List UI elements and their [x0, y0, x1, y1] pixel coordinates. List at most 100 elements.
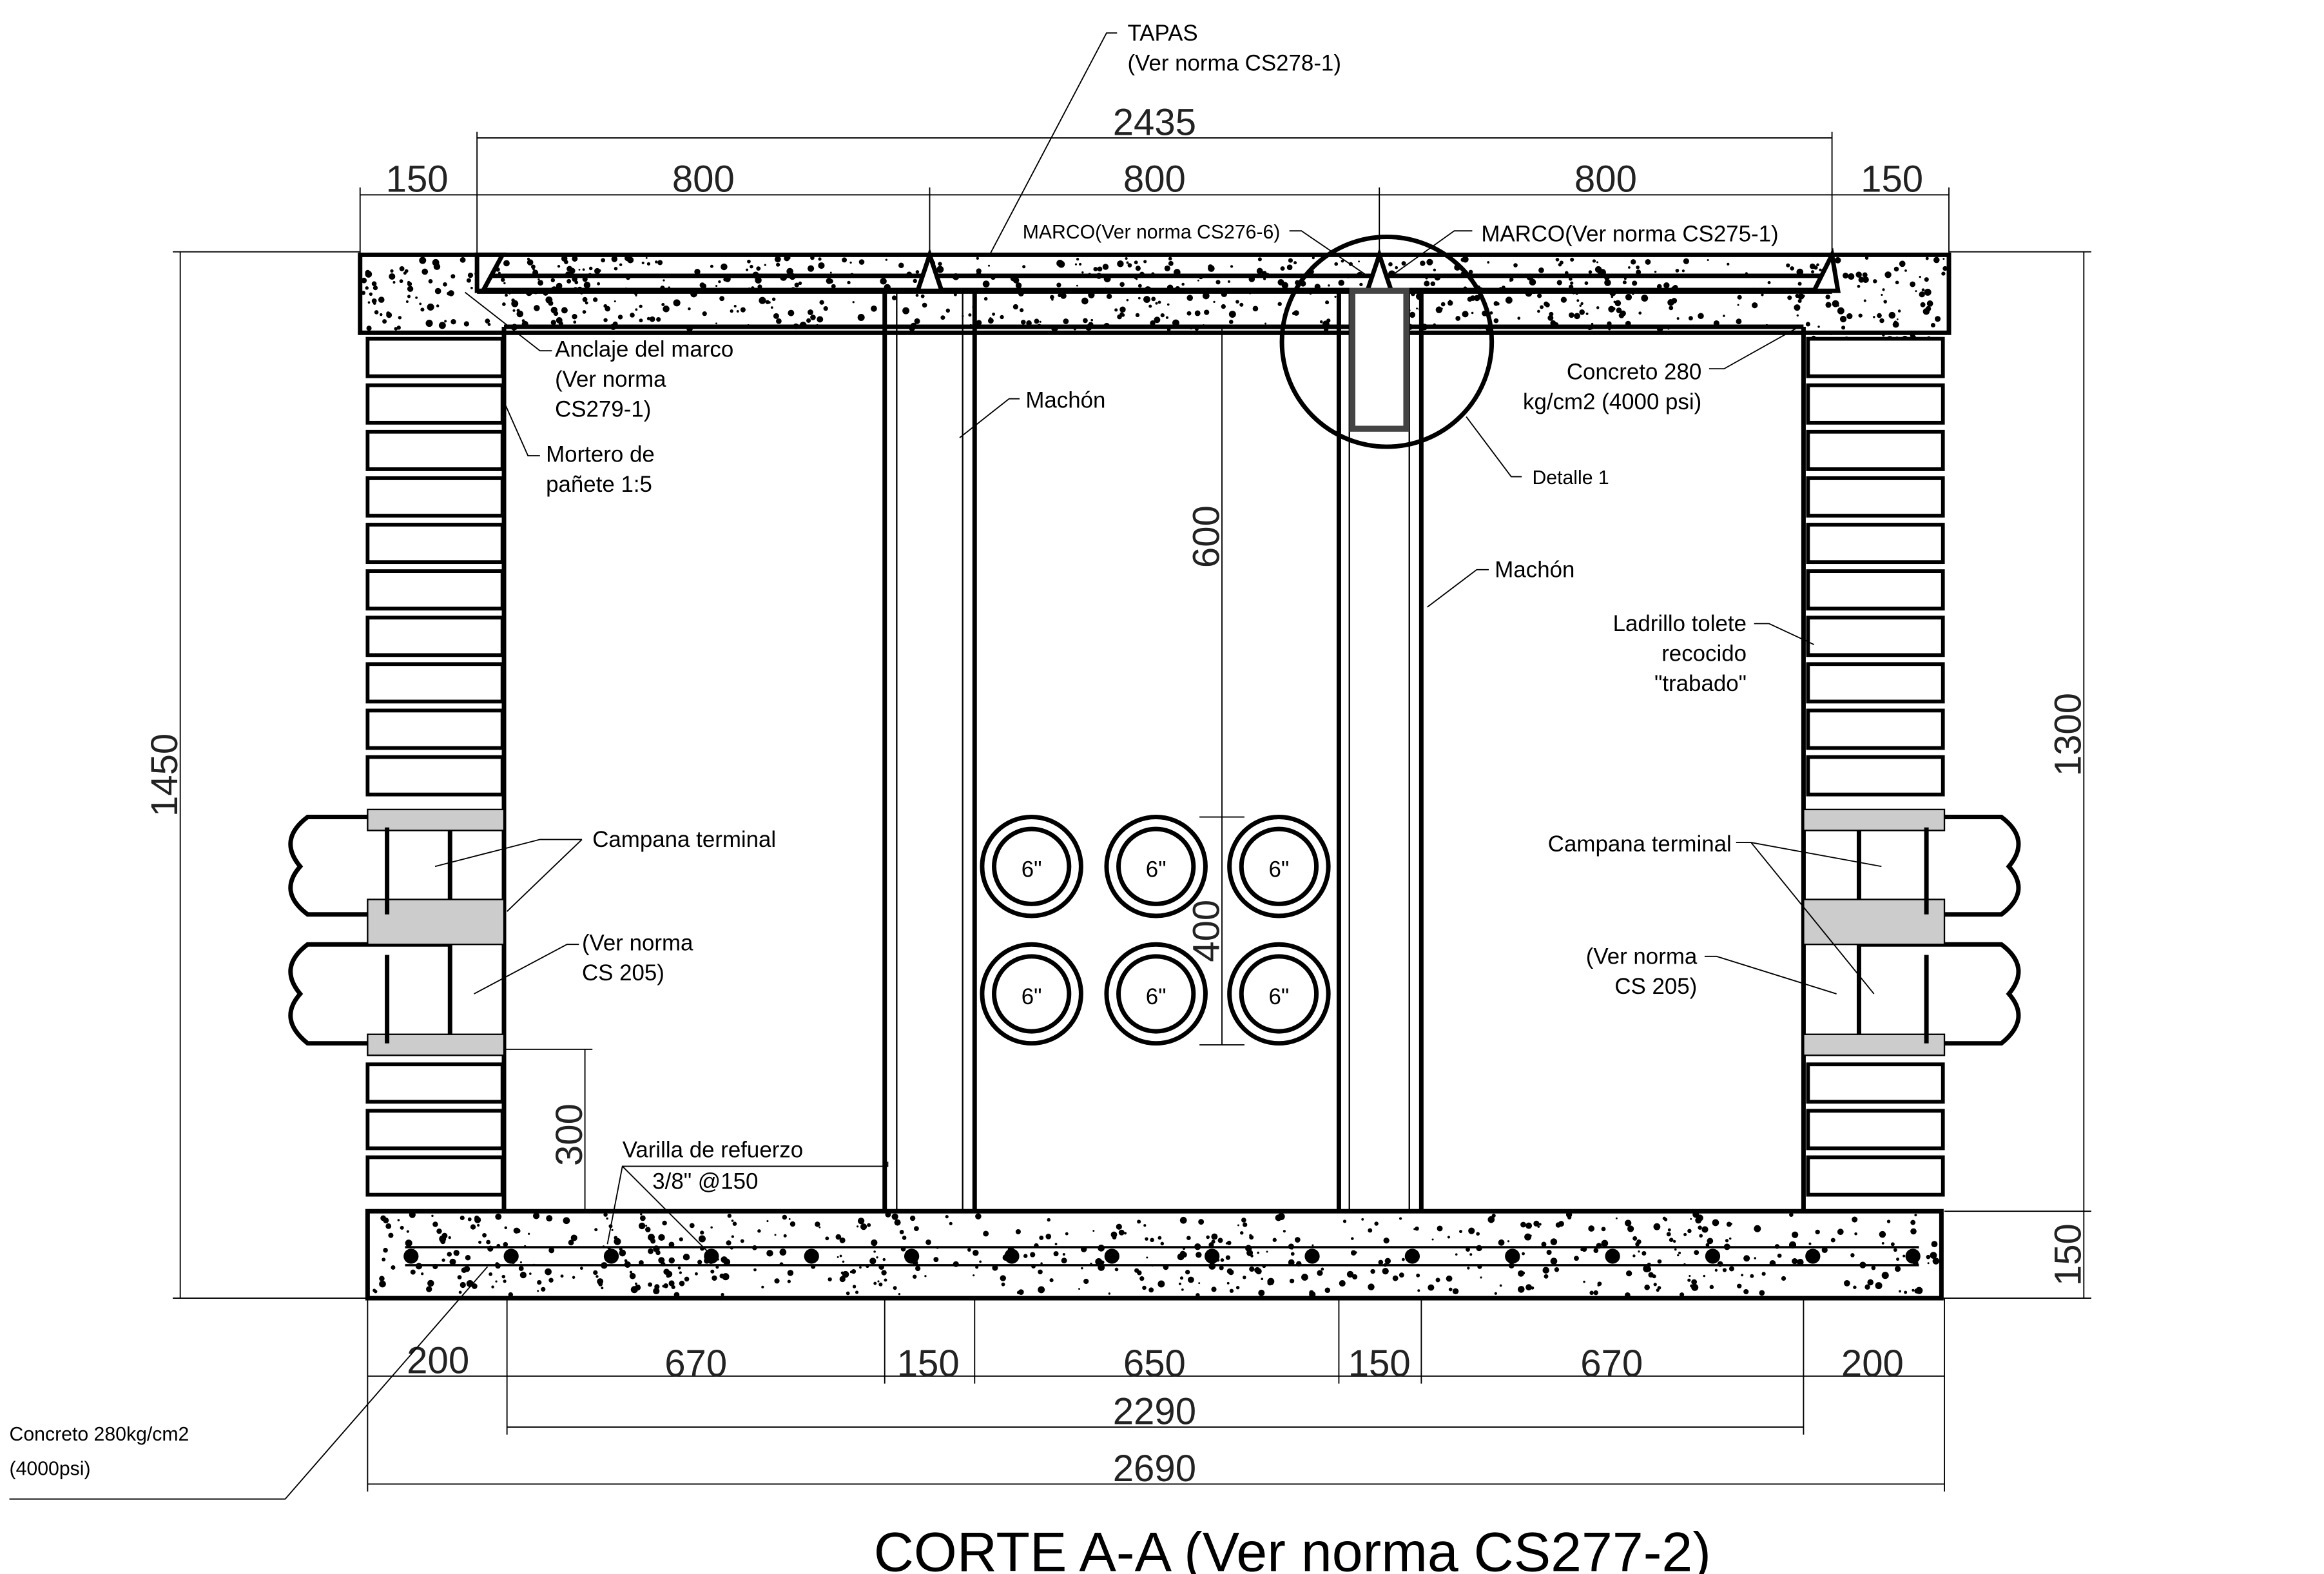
- speckle: [1237, 1224, 1239, 1227]
- speckle: [1854, 1232, 1857, 1236]
- speckle: [1811, 270, 1815, 274]
- speckle: [1179, 1250, 1186, 1257]
- speckle: [1792, 1231, 1799, 1238]
- speckle: [657, 260, 663, 266]
- speckle: [1819, 268, 1822, 271]
- speckle: [1709, 1285, 1714, 1290]
- speckle: [1416, 1273, 1420, 1278]
- speckle: [1435, 306, 1443, 313]
- speckle: [594, 1228, 598, 1232]
- speckle: [723, 277, 728, 282]
- speckle: [1698, 1225, 1702, 1230]
- speckle: [1292, 311, 1296, 315]
- speckle: [1567, 1215, 1572, 1219]
- speckle: [519, 1272, 527, 1279]
- speckle: [1100, 1260, 1105, 1265]
- speckle: [466, 278, 471, 283]
- speckle: [1157, 1280, 1165, 1288]
- speckle: [1499, 1284, 1502, 1287]
- speckle: [1076, 257, 1080, 261]
- speckle: [1160, 1241, 1165, 1246]
- speckle: [380, 313, 383, 316]
- speckle: [1632, 1254, 1636, 1258]
- speckle: [1579, 304, 1582, 307]
- speckle: [650, 1238, 656, 1244]
- speckle: [593, 1270, 598, 1276]
- speckle: [776, 318, 782, 324]
- rebar: [1605, 1249, 1620, 1264]
- speckle: [1910, 281, 1916, 287]
- speckle: [648, 1282, 653, 1287]
- speckle: [938, 262, 942, 266]
- speckle: [627, 257, 634, 264]
- rebar: [1505, 1249, 1520, 1264]
- speckle: [1626, 1270, 1632, 1277]
- speckle: [945, 308, 951, 313]
- speckle: [597, 282, 601, 286]
- speckle: [1601, 1239, 1609, 1247]
- speckle: [1687, 1229, 1692, 1234]
- speckle: [699, 282, 705, 288]
- speckle: [1722, 1268, 1727, 1272]
- speckle: [1672, 1239, 1676, 1243]
- speckle: [1498, 1239, 1505, 1246]
- speckle: [1226, 1240, 1232, 1245]
- speckle: [1525, 1222, 1533, 1229]
- speckle: [761, 1285, 764, 1288]
- speckle: [1034, 318, 1040, 324]
- brick: [365, 569, 505, 611]
- speckle: [1467, 296, 1473, 302]
- speckle: [1857, 284, 1861, 288]
- speckle: [1618, 313, 1625, 318]
- speckle: [1413, 1228, 1416, 1230]
- speckle: [1179, 1276, 1184, 1280]
- annotations: TAPAS (Ver norma CS278-1) MARCO(Ver norm…: [10, 21, 1779, 1480]
- speckle: [458, 1290, 462, 1294]
- speckle: [1737, 295, 1742, 300]
- speckle: [379, 1280, 386, 1288]
- speckle: [721, 1292, 724, 1297]
- speckle: [460, 257, 466, 263]
- speckle: [1081, 297, 1089, 305]
- speckle: [723, 1258, 731, 1266]
- speckle: [1083, 1278, 1089, 1285]
- speckle: [560, 1274, 564, 1278]
- speckle: [764, 264, 766, 266]
- rebar: [1404, 1249, 1420, 1264]
- speckle: [1312, 256, 1315, 260]
- speckle: [1053, 1251, 1059, 1257]
- speckle: [1476, 1232, 1480, 1236]
- speckle: [1471, 311, 1474, 315]
- speckle: [1924, 277, 1929, 282]
- speckle: [925, 1239, 931, 1245]
- speckle: [1045, 1234, 1052, 1239]
- speckle: [385, 1223, 392, 1229]
- speckle: [369, 292, 373, 296]
- speckle: [1781, 1276, 1787, 1281]
- dim-right-slab: 150: [2048, 1223, 2089, 1286]
- speckle: [839, 1276, 846, 1283]
- speckle: [582, 310, 586, 314]
- speckle: [694, 269, 701, 275]
- top-slab: [358, 252, 1951, 335]
- speckle: [383, 1247, 388, 1253]
- speckle: [818, 257, 822, 261]
- speckle: [936, 266, 944, 273]
- label-anclaje: CS279-1): [555, 397, 651, 422]
- speckle: [1264, 322, 1267, 325]
- speckle: [556, 282, 563, 289]
- speckle: [1328, 284, 1330, 287]
- brick: [365, 1062, 505, 1104]
- speckle: [561, 307, 568, 314]
- speckle: [441, 1258, 445, 1262]
- speckle: [1656, 1288, 1660, 1292]
- speckle: [1817, 325, 1820, 328]
- speckle: [1683, 1232, 1687, 1236]
- speckle: [1277, 1212, 1285, 1220]
- speckle: [1690, 1218, 1692, 1220]
- speckle: [1241, 1218, 1246, 1223]
- speckle: [1061, 1258, 1067, 1264]
- speckle: [1012, 277, 1020, 284]
- speckle: [1895, 280, 1899, 285]
